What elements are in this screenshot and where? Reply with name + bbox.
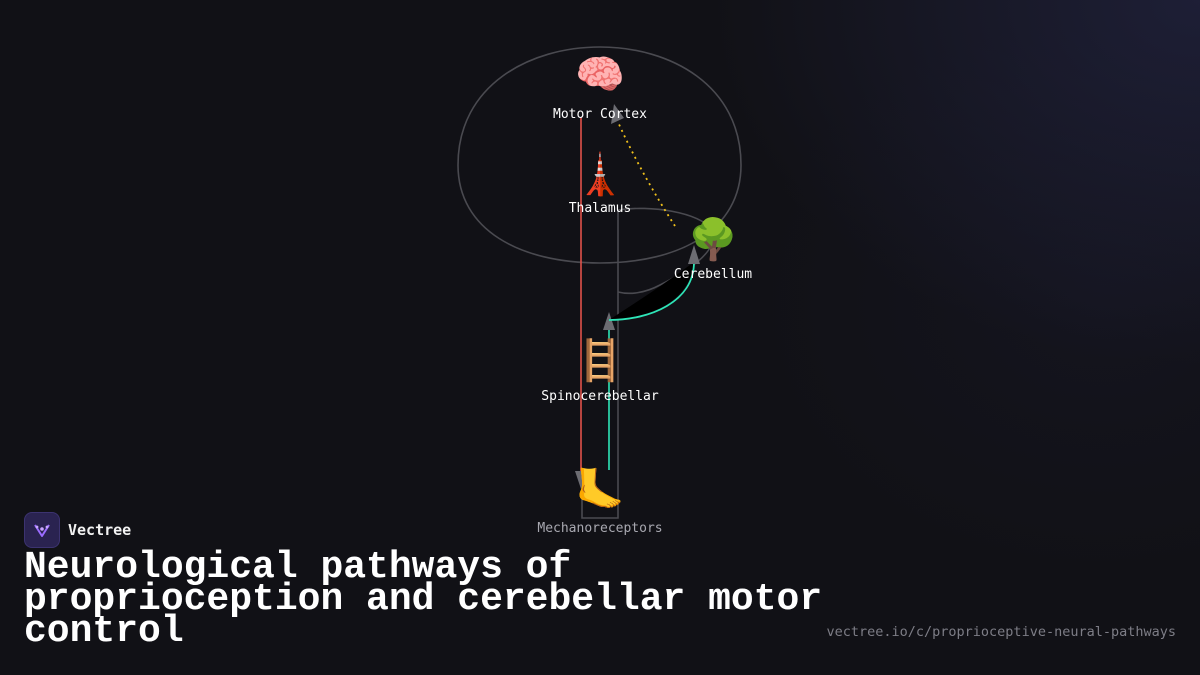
brain-icon: 🧠 [575, 52, 625, 98]
brand: Vectree [24, 512, 131, 548]
motor-cortex-label: Motor Cortex [553, 107, 647, 122]
foot-icon: 🦶 [575, 466, 625, 513]
thalamus-label: Thalamus [569, 201, 632, 216]
brand-name: Vectree [68, 521, 132, 539]
brain-outline [457, 46, 742, 264]
source-url[interactable]: vectree.io/c/proprioceptive-neural-pathw… [826, 624, 1177, 640]
brand-logo-icon [24, 512, 60, 548]
spinocerebellar-tract-curve [608, 261, 695, 321]
feedback-pathway-arrowhead [611, 104, 624, 124]
cerebellum-label: Cerebellum [674, 267, 752, 282]
motor-pathway-arrowhead [575, 471, 587, 489]
feedback-pathway-line [617, 121, 676, 227]
sensory-pathway-arrowhead-cerebellum [688, 245, 700, 264]
mechanoreceptors-label: Mechanoreceptors [537, 521, 662, 536]
page-title: Neurological pathways of proprioception … [24, 546, 823, 653]
spinocerebellar-label: Spinocerebellar [541, 389, 659, 404]
spinal-cord [581, 210, 619, 519]
logo-mark [34, 524, 50, 537]
ladder-icon: 🪜 [575, 337, 625, 384]
tower-icon: 🗼 [575, 150, 625, 198]
sensory-pathway-arrowhead-spinal [603, 312, 615, 330]
spinocerebellar-tract-fill [609, 262, 694, 320]
tree-icon: 🌳 [688, 215, 738, 263]
